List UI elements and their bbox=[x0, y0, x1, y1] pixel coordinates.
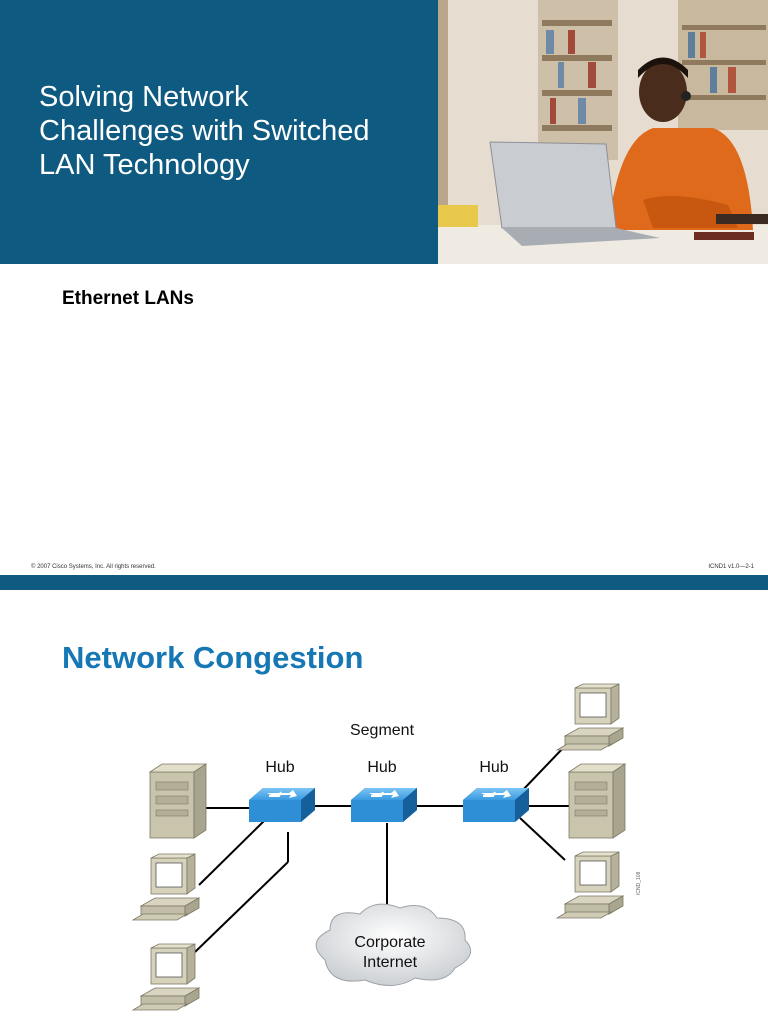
slide-title-line-3: LAN Technology bbox=[39, 149, 250, 181]
corporate-internet-cloud-icon bbox=[315, 903, 472, 986]
cloud-label-line-1: Corporate bbox=[354, 934, 426, 951]
cloud-label-line-2: Internet bbox=[362, 954, 418, 971]
hub-left-icon bbox=[248, 787, 316, 823]
student-laptop-photo bbox=[438, 0, 768, 264]
copyright-footer: © 2007 Cisco Systems, Inc. All rights re… bbox=[31, 564, 156, 570]
slide-2-title: Network Congestion bbox=[62, 640, 364, 675]
slide-1: Solving Network Challenges with Switched… bbox=[0, 0, 768, 570]
slide-title: Solving Network Challenges with Switched… bbox=[39, 80, 429, 182]
subheading: Ethernet LANs bbox=[62, 288, 194, 309]
slide-title-line-2: Challenges with Switched bbox=[39, 115, 370, 147]
figure-id: ICND_108 bbox=[636, 871, 642, 895]
network-congestion-diagram: Segment Hub Hub Hub Corporate Internet bbox=[125, 680, 645, 1020]
hub-center-label: Hub bbox=[367, 759, 397, 776]
slide-divider-bar bbox=[0, 575, 768, 590]
slide-title-line-1: Solving Network bbox=[39, 81, 249, 113]
right-top-workstation-icon bbox=[556, 683, 624, 751]
hub-right-label: Hub bbox=[479, 759, 509, 776]
left-workstation-icon bbox=[132, 853, 200, 921]
cloud-label: Corporate Internet bbox=[335, 933, 445, 973]
right-bottom-workstation-icon bbox=[556, 851, 624, 919]
hub-left-label: Hub bbox=[265, 759, 295, 776]
hub-right-icon bbox=[462, 787, 530, 823]
slide-number-footer: ICND1 v1.0—2-1 bbox=[708, 564, 754, 570]
left-bottom-workstation-icon bbox=[132, 943, 200, 1011]
left-server-icon bbox=[149, 763, 207, 839]
title-banner: Solving Network Challenges with Switched… bbox=[0, 0, 438, 264]
segment-label: Segment bbox=[349, 722, 415, 739]
diagram-graphics bbox=[132, 683, 626, 1011]
right-server-icon bbox=[568, 763, 626, 839]
hub-center-icon bbox=[350, 787, 418, 823]
photo-illustration bbox=[438, 0, 768, 264]
